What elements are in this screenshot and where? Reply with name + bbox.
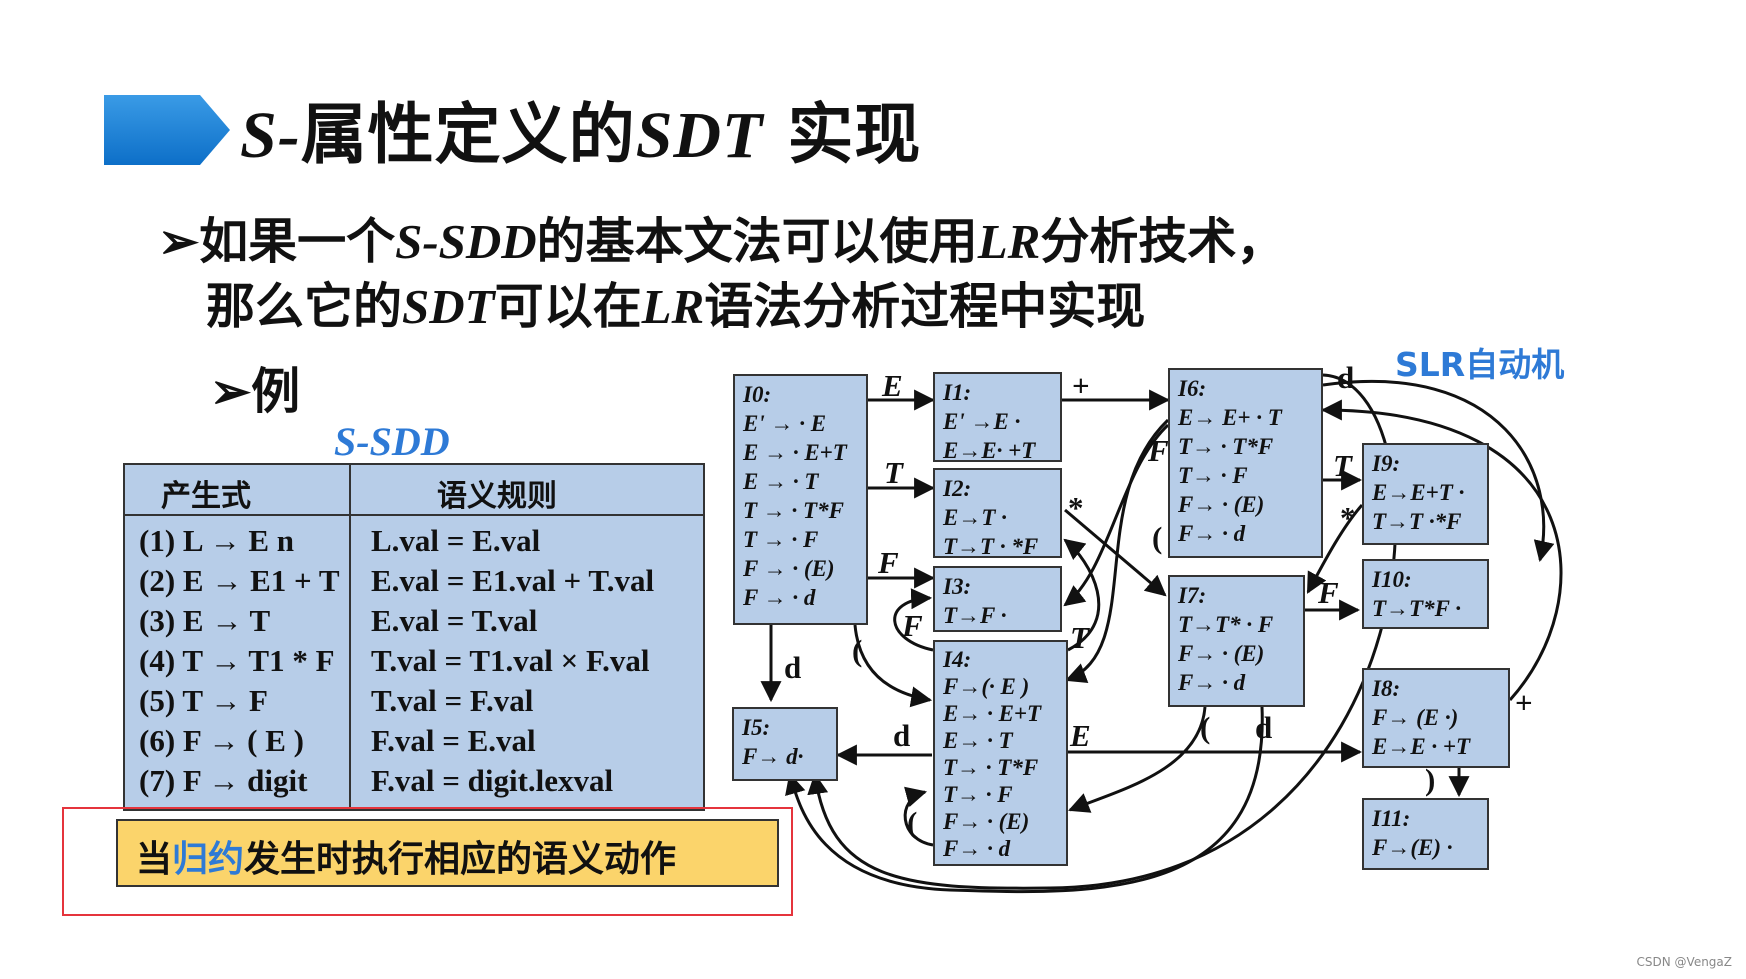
edge-I7-I4 bbox=[1068, 706, 1207, 813]
edge-I6-self-d bbox=[1322, 379, 1555, 563]
state-I11: I11: F→(E) · bbox=[1362, 798, 1489, 870]
table-row-6-prod: (6) F → ( E ) bbox=[139, 723, 305, 758]
note-text: 当归约发生时执行相应的语义动作 bbox=[136, 839, 677, 880]
state-I0: I0: E' → · E E → · E+T E → · T T → · T*F… bbox=[733, 374, 868, 625]
state-I1: I1: E' →E · E→E· +T bbox=[933, 372, 1062, 463]
state-I4: I4: F→(· E ) E→ · E+T E→ · T T→ · T*F T→… bbox=[933, 640, 1068, 866]
edge-I4-I3 bbox=[893, 588, 934, 652]
edge-I2-I7 bbox=[1064, 508, 1167, 597]
bullet-example: ➢例 bbox=[210, 362, 301, 420]
edge-label-e4p: ( bbox=[907, 805, 918, 840]
edge-label-e04: ( bbox=[852, 633, 863, 668]
table-row-5-prod: (5) T → F bbox=[139, 683, 268, 718]
bullet-line-2: 那么它的SDT可以在LR语法分析过程中实现 bbox=[206, 277, 1146, 335]
state-I6: I6: E→ E+ · T T→ · T*F T→ · F F→ · (E) F… bbox=[1168, 368, 1323, 558]
edge-label-e6f: F bbox=[1148, 433, 1169, 468]
header-semantic-rule: 语义规则 bbox=[437, 479, 557, 514]
ssdd-label: S-SDD bbox=[334, 419, 450, 464]
edge-I4-I2 bbox=[1063, 538, 1101, 652]
title-arrow-icon bbox=[104, 95, 230, 165]
edge-label-e7p: ( bbox=[1200, 710, 1211, 745]
edge-label-e811: ) bbox=[1425, 762, 1436, 797]
edge-label-e97: * bbox=[1340, 500, 1356, 535]
table-header-divider bbox=[125, 514, 703, 516]
note-box: 当归约发生时执行相应的语义动作 bbox=[116, 819, 779, 887]
highlight-box bbox=[62, 807, 793, 916]
table-row-7-prod: (7) F → digit bbox=[139, 763, 308, 798]
edge-label-e4e: E bbox=[1070, 718, 1091, 753]
edge-I4-I4-paren bbox=[903, 786, 934, 847]
edge-I7-I5 bbox=[785, 706, 1264, 894]
edge-label-e69: T bbox=[1333, 448, 1352, 483]
table-row-7-rule: F.val = digit.lexval bbox=[371, 763, 614, 798]
edge-label-e86: + bbox=[1515, 685, 1533, 720]
edge-label-e02: T bbox=[884, 455, 903, 490]
edge-label-e27: * bbox=[1068, 490, 1084, 525]
watermark: CSDN @VengaZ bbox=[1636, 955, 1732, 969]
edge-label-e4t: T bbox=[1070, 620, 1089, 655]
state-I7: I7: T→T* · F F→ · (E) F→ · d bbox=[1168, 575, 1305, 707]
state-I3: I3: T→F · bbox=[933, 566, 1062, 632]
edge-label-e710: F bbox=[1318, 575, 1339, 610]
table-divider bbox=[349, 465, 351, 809]
header-production: 产生式 bbox=[161, 479, 251, 514]
table-row-5-rule: T.val = F.val bbox=[371, 683, 534, 718]
edge-label-e6d: d bbox=[1337, 360, 1355, 395]
bullet-line-1: ➢如果一个S-SDD的基本文法可以使用LR分析技术， bbox=[158, 212, 1286, 270]
edge-label-e03: F bbox=[878, 545, 899, 580]
state-I2: I2: E→T · T→T · *F bbox=[933, 468, 1062, 559]
edge-label-e4d: d bbox=[893, 718, 911, 753]
page-title: S-属性定义的SDT 实现 bbox=[240, 96, 922, 173]
sdd-table: 产生式 语义规则 (1) L → E n L.val = E.val (2) E… bbox=[123, 463, 705, 811]
state-I5: I5: F→ d· bbox=[732, 707, 838, 781]
table-row-2-rule: E.val = E1.val + T.val bbox=[371, 563, 655, 598]
edge-I0-I4 bbox=[853, 624, 933, 708]
edge-I6-I4 bbox=[1065, 418, 1170, 683]
state-I10: I10: T→T*F · bbox=[1362, 559, 1489, 629]
edge-I9-I7 bbox=[1306, 504, 1364, 594]
table-row-4-rule: T.val = T1.val × F.val bbox=[371, 643, 650, 678]
edge-I8-I6 bbox=[1320, 399, 1563, 702]
state-I9: I9: E→E+T · T→T ·*F bbox=[1362, 443, 1489, 545]
edge-label-e05: d bbox=[784, 650, 802, 685]
table-row-1-prod: (1) L → E n bbox=[139, 523, 295, 558]
table-row-2-prod: (2) E → E1 + T bbox=[139, 563, 340, 598]
table-row-3-prod: (3) E → T bbox=[139, 603, 271, 638]
automaton-label: SLR自动机 bbox=[1395, 345, 1565, 384]
edge-label-e16: + bbox=[1072, 368, 1090, 403]
state-I8: I8: F→ (E ·) E→E · +T bbox=[1362, 668, 1510, 768]
edge-label-e01: E bbox=[882, 368, 903, 403]
table-row-1-rule: L.val = E.val bbox=[371, 523, 541, 558]
table-row-3-rule: E.val = T.val bbox=[371, 603, 538, 638]
edge-I6-I3 bbox=[1063, 423, 1170, 607]
table-row-4-prod: (4) T → T1 * F bbox=[139, 643, 335, 678]
edge-label-e7d: d bbox=[1255, 710, 1273, 745]
table-row-6-rule: F.val = E.val bbox=[371, 723, 536, 758]
edge-label-e6p: ( bbox=[1152, 520, 1163, 555]
edge-label-e4f: F bbox=[902, 608, 923, 643]
